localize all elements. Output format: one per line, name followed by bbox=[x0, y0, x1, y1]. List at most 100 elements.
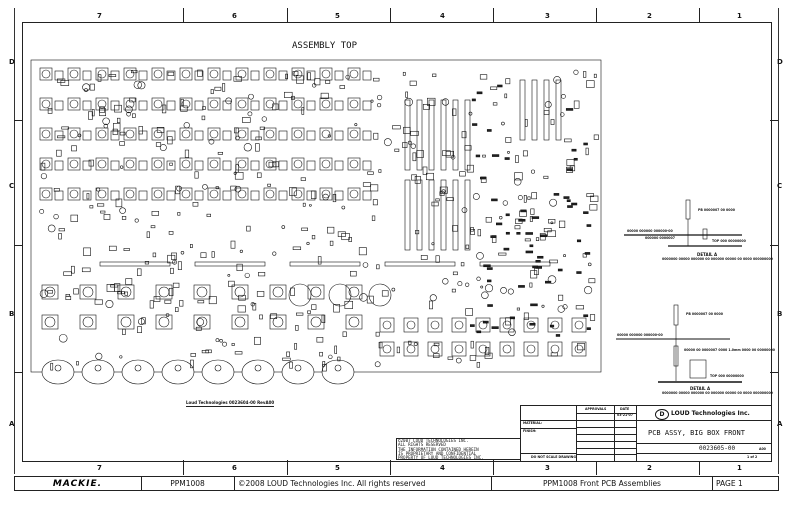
component bbox=[573, 100, 580, 109]
component bbox=[522, 150, 528, 157]
potentiometer bbox=[235, 157, 249, 171]
component bbox=[294, 343, 298, 350]
component bbox=[377, 103, 382, 108]
component bbox=[231, 343, 235, 346]
ic-chip bbox=[497, 84, 503, 88]
switch-cap bbox=[502, 320, 512, 330]
component bbox=[319, 351, 323, 357]
ic-chip bbox=[486, 267, 493, 270]
component bbox=[341, 233, 350, 241]
component bbox=[77, 133, 82, 138]
component bbox=[460, 262, 465, 267]
component bbox=[214, 86, 222, 91]
component bbox=[237, 305, 246, 313]
component bbox=[310, 190, 317, 199]
ic-chip bbox=[583, 314, 589, 318]
potentiometer bbox=[151, 97, 165, 111]
component bbox=[82, 83, 91, 92]
component bbox=[468, 111, 473, 116]
component bbox=[194, 100, 204, 111]
component bbox=[524, 238, 531, 242]
component bbox=[270, 313, 278, 319]
component bbox=[470, 229, 475, 235]
copyright-line: ©2007 LOUD TECHNOLOGIES INC. bbox=[398, 438, 469, 443]
component bbox=[234, 127, 239, 134]
header-connector bbox=[416, 99, 423, 171]
component bbox=[53, 213, 59, 220]
ic-chip bbox=[584, 252, 591, 255]
component bbox=[376, 264, 380, 270]
component bbox=[117, 291, 122, 295]
component bbox=[362, 190, 372, 201]
component bbox=[529, 282, 533, 288]
pin-detail bbox=[673, 304, 679, 326]
potentiometer bbox=[291, 97, 305, 111]
component bbox=[457, 281, 463, 287]
component bbox=[307, 72, 311, 81]
switch bbox=[307, 284, 325, 300]
component bbox=[175, 307, 179, 312]
component bbox=[548, 219, 556, 224]
component bbox=[461, 131, 467, 139]
zone-divider bbox=[493, 8, 494, 22]
top-component bbox=[689, 359, 707, 379]
component bbox=[593, 73, 597, 78]
component bbox=[289, 361, 293, 369]
component bbox=[54, 190, 64, 201]
component bbox=[378, 341, 383, 349]
component bbox=[155, 142, 162, 147]
component bbox=[300, 177, 306, 181]
revision: A00 bbox=[759, 447, 766, 451]
component bbox=[452, 225, 458, 232]
component bbox=[344, 300, 353, 309]
connector-pin bbox=[294, 364, 302, 372]
switch-cap bbox=[234, 316, 246, 328]
component bbox=[562, 304, 568, 310]
component bbox=[190, 244, 193, 249]
component bbox=[82, 160, 92, 171]
component bbox=[180, 105, 188, 112]
potentiometer bbox=[319, 97, 333, 111]
component bbox=[166, 130, 176, 141]
component bbox=[201, 115, 206, 121]
component bbox=[120, 291, 125, 295]
component bbox=[238, 294, 246, 301]
component bbox=[180, 251, 185, 255]
component bbox=[82, 190, 92, 201]
component bbox=[295, 325, 299, 331]
component bbox=[70, 214, 78, 222]
component bbox=[215, 338, 220, 343]
component bbox=[311, 235, 316, 240]
pot-shaft bbox=[97, 129, 107, 139]
component bbox=[523, 195, 527, 203]
drawn-date: 03-21-07 bbox=[617, 413, 633, 417]
component bbox=[371, 215, 376, 221]
inner-border bbox=[22, 22, 772, 462]
component bbox=[429, 300, 433, 310]
potentiometer bbox=[123, 67, 137, 81]
ic-chip bbox=[471, 98, 476, 102]
component bbox=[306, 160, 316, 171]
component bbox=[125, 105, 133, 114]
component bbox=[106, 284, 115, 292]
part-number: 0023605-00 bbox=[699, 445, 736, 452]
component bbox=[54, 70, 64, 81]
potentiometer bbox=[291, 157, 305, 171]
component bbox=[370, 99, 374, 103]
component bbox=[278, 160, 288, 171]
component bbox=[416, 150, 424, 158]
component bbox=[498, 252, 507, 256]
switch-cap bbox=[348, 316, 360, 328]
component bbox=[515, 155, 519, 164]
component bbox=[150, 225, 156, 229]
component bbox=[337, 356, 341, 362]
zone-column-label: 6 bbox=[232, 464, 237, 472]
component bbox=[410, 143, 416, 149]
component bbox=[455, 357, 462, 364]
ic-chip bbox=[525, 250, 534, 254]
component bbox=[373, 77, 380, 82]
ic-chip bbox=[565, 108, 574, 111]
component bbox=[255, 143, 260, 152]
potentiometer bbox=[235, 97, 249, 111]
component bbox=[391, 287, 396, 292]
